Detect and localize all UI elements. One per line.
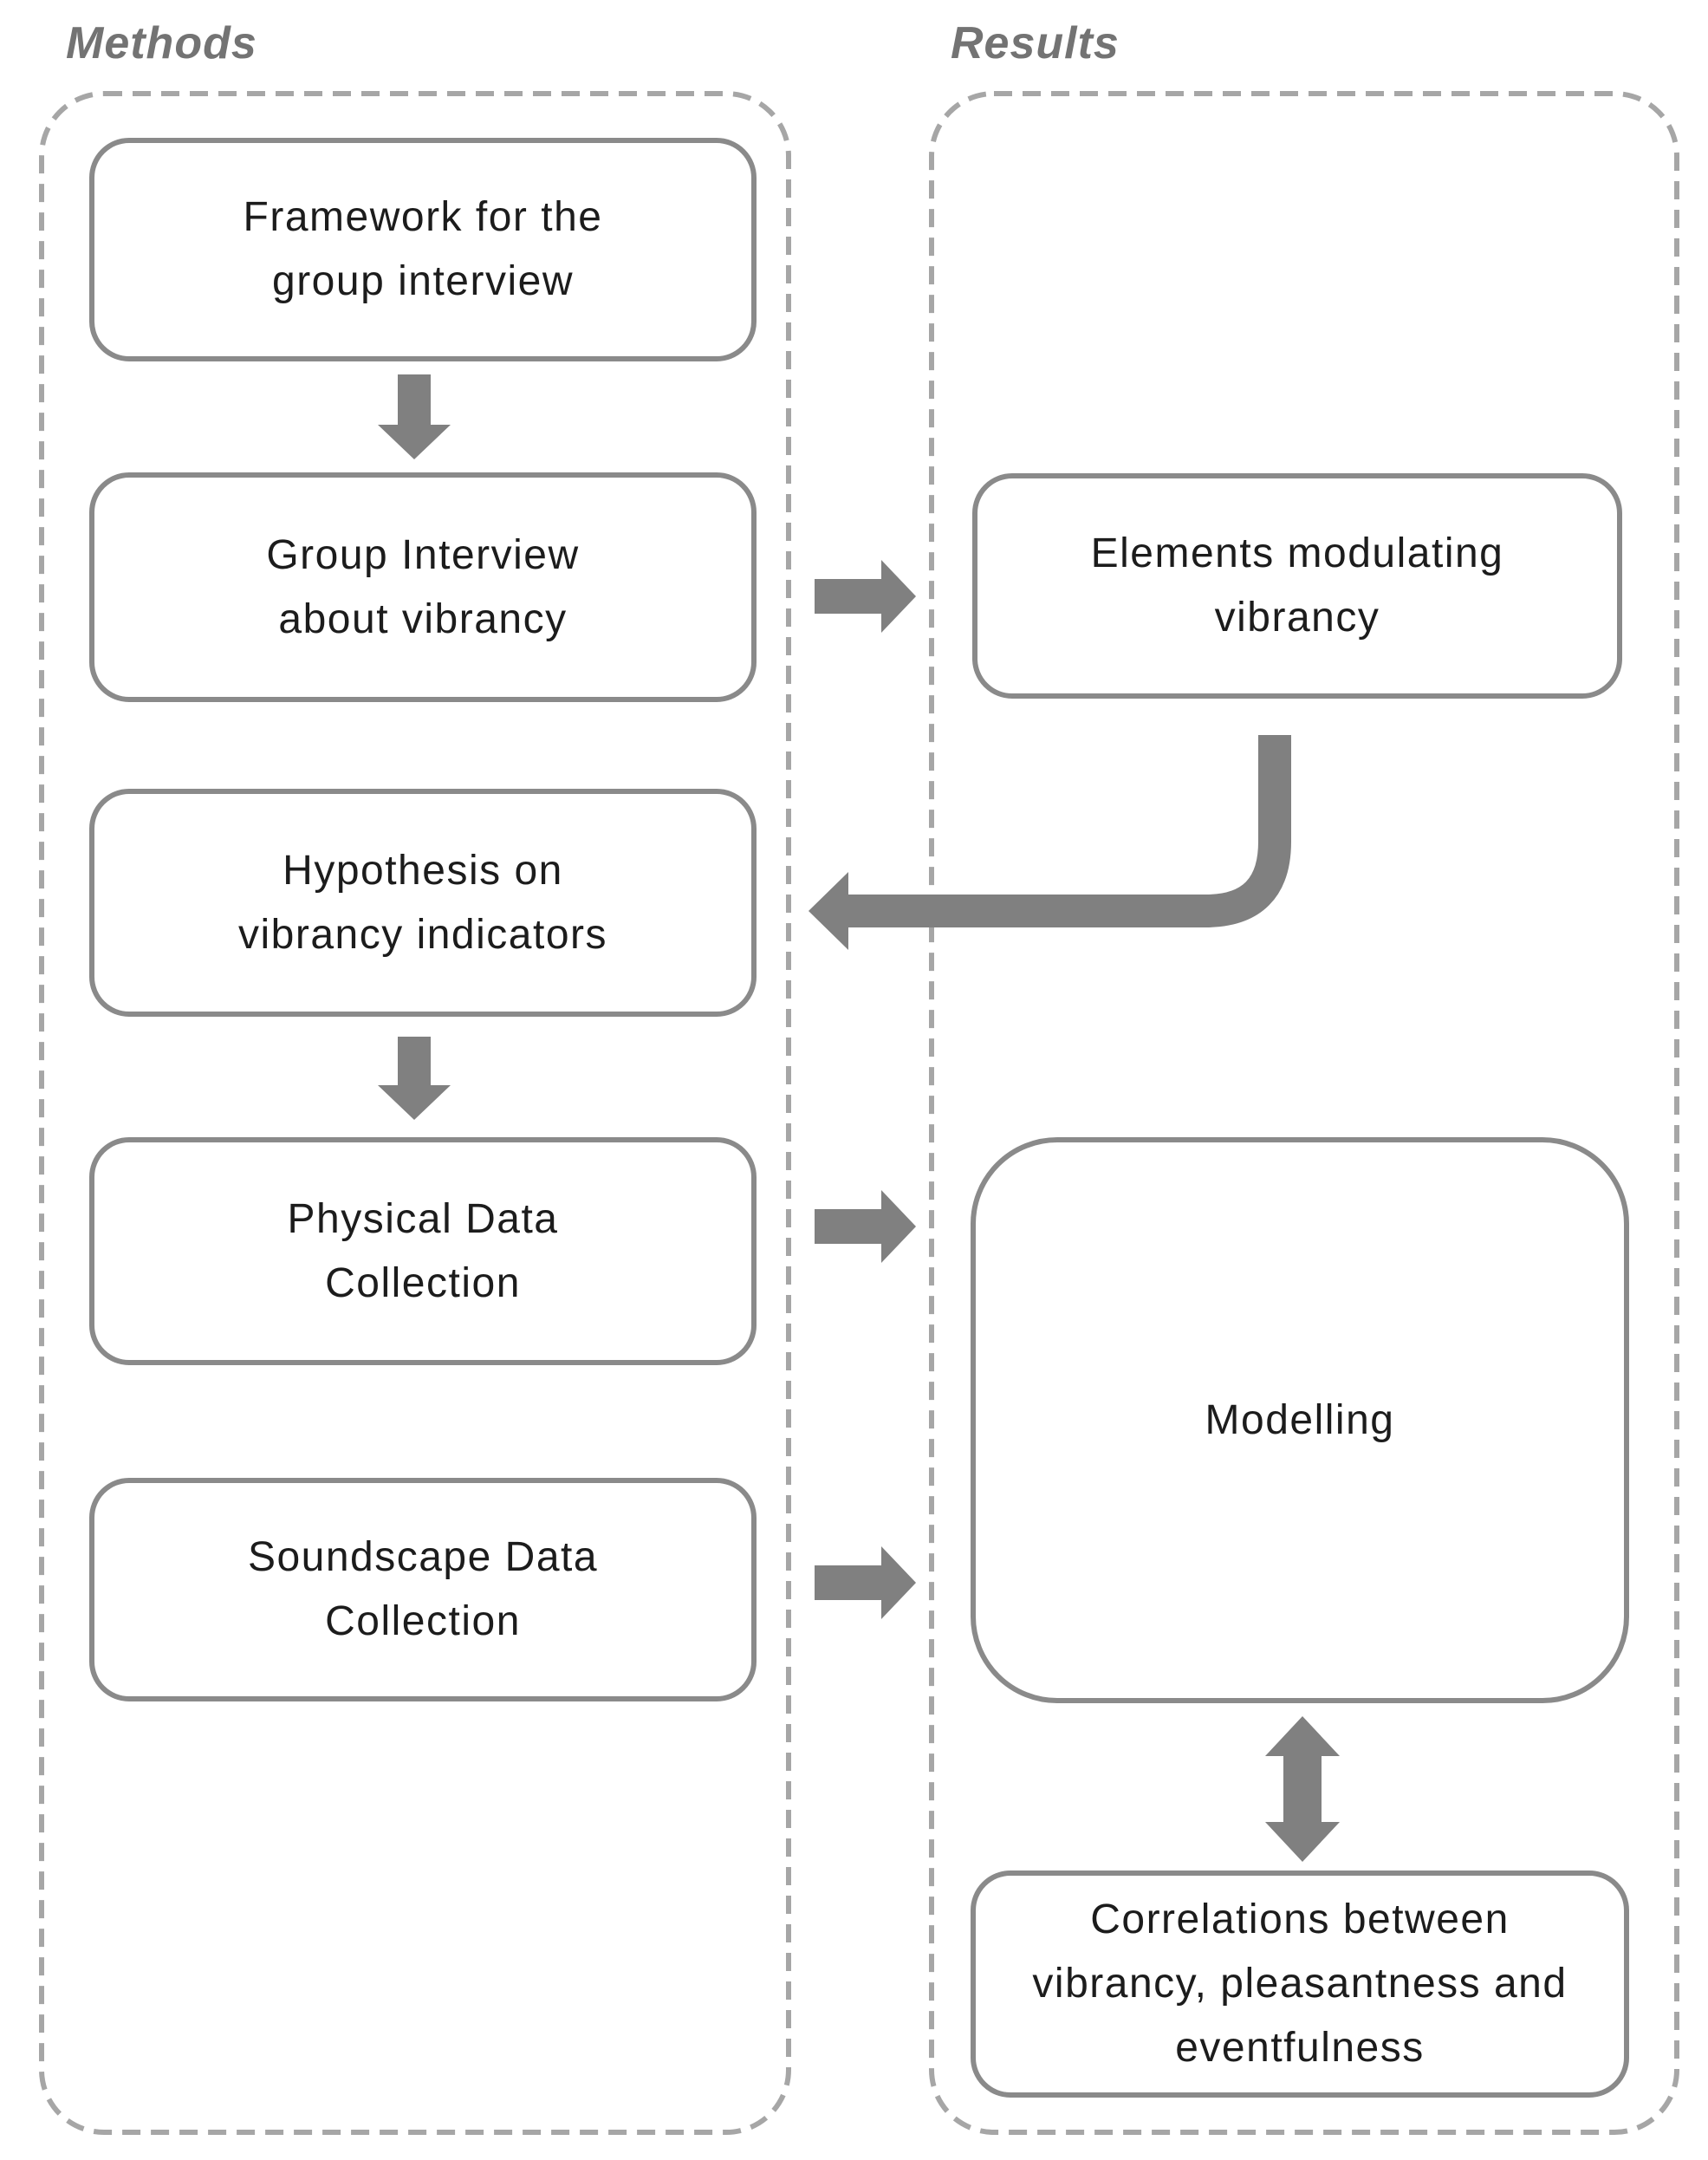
node-modelling: Modelling [971, 1137, 1629, 1703]
node-label-line: vibrancy, pleasantness and [1032, 1961, 1568, 2007]
arrow-right-icon [815, 560, 916, 633]
arrow-right-icon [815, 1546, 916, 1619]
results-container-border [929, 91, 1679, 2135]
node-label-line: vibrancy indicators [238, 911, 607, 958]
node-soundscape-data-collection: Soundscape Data Collection [89, 1478, 757, 1701]
node-label-line: group interview [272, 258, 574, 304]
node-label-line: Framework for the [243, 194, 603, 240]
node-label-line: Group Interview [266, 531, 580, 578]
node-label-line: Elements modulating [1090, 530, 1504, 576]
node-correlations-vibrancy-pleasantness-eventfulness: Correlations between vibrancy, pleasantn… [971, 1870, 1629, 2098]
arrow-down-icon [378, 1037, 451, 1120]
node-label-line: eventfulness [1175, 2025, 1425, 2071]
node-group-interview-about-vibrancy: Group Interview about vibrancy [89, 472, 757, 702]
node-elements-modulating-vibrancy: Elements modulating vibrancy [972, 473, 1622, 699]
node-label-line: Correlations between [1090, 1897, 1510, 1942]
node-label-line: Soundscape Data [247, 1534, 599, 1580]
methods-container-border [39, 91, 791, 2135]
node-label-line: Collection [325, 1259, 521, 1306]
arrow-right-icon [815, 1190, 916, 1263]
results-column-label: Results [951, 18, 1120, 68]
node-hypothesis-on-vibrancy-indicators: Hypothesis on vibrancy indicators [89, 789, 757, 1017]
node-physical-data-collection: Physical Data Collection [89, 1137, 757, 1365]
methods-column-label: Methods [66, 18, 257, 68]
node-label-line: Modelling [1205, 1396, 1395, 1443]
node-label-line: Physical Data [287, 1195, 559, 1242]
node-framework-for-group-interview: Framework for the group interview [89, 138, 757, 361]
arrow-double-vertical-icon [1265, 1716, 1340, 1862]
node-label-line: Collection [325, 1598, 521, 1644]
arrow-elbow-left-icon [809, 735, 1291, 950]
node-label-line: vibrancy [1214, 595, 1380, 641]
node-label-line: Hypothesis on [283, 847, 563, 894]
node-label-line: about vibrancy [278, 595, 568, 642]
arrow-down-icon [378, 374, 451, 459]
